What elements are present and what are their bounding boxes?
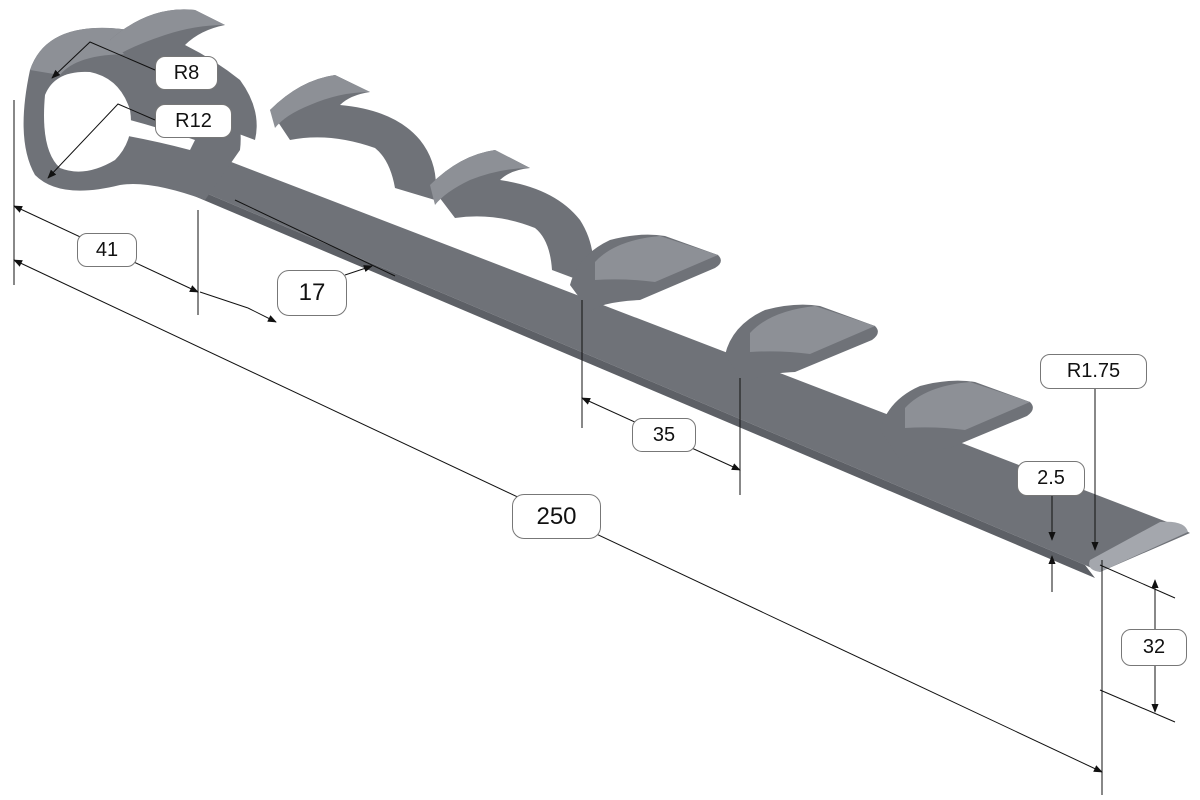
label-35: 35 (632, 418, 696, 452)
loop-inner-hole (44, 71, 131, 172)
ext-line-width-bottom (1099, 689, 1176, 723)
leader-r12 (47, 103, 156, 179)
strip-end-tip (1089, 521, 1188, 572)
dim-line-17-lower (247, 307, 277, 323)
clip-strip-part (23, 9, 1190, 578)
clip-1-lip (110, 9, 225, 55)
label-r1-75: R1.75 (1040, 354, 1147, 389)
label-41: 41 (77, 233, 137, 267)
clip-3-lip (430, 150, 530, 205)
dim-line-17-ext (199, 291, 249, 309)
clip-2 (270, 75, 436, 200)
label-r8: R8 (155, 56, 218, 90)
label-32: 32 (1121, 629, 1187, 666)
dim-line-17-upper (344, 265, 373, 276)
clip-3 (430, 150, 594, 285)
label-250: 250 (512, 494, 601, 539)
label-17: 17 (277, 270, 347, 316)
leader-r8 (51, 41, 156, 79)
ext-line-width-top (1099, 564, 1176, 599)
strip-top-face (175, 150, 1190, 572)
label-r12: R12 (155, 104, 232, 138)
clip-2-lip (270, 75, 370, 128)
label-2-5: 2.5 (1017, 461, 1085, 496)
